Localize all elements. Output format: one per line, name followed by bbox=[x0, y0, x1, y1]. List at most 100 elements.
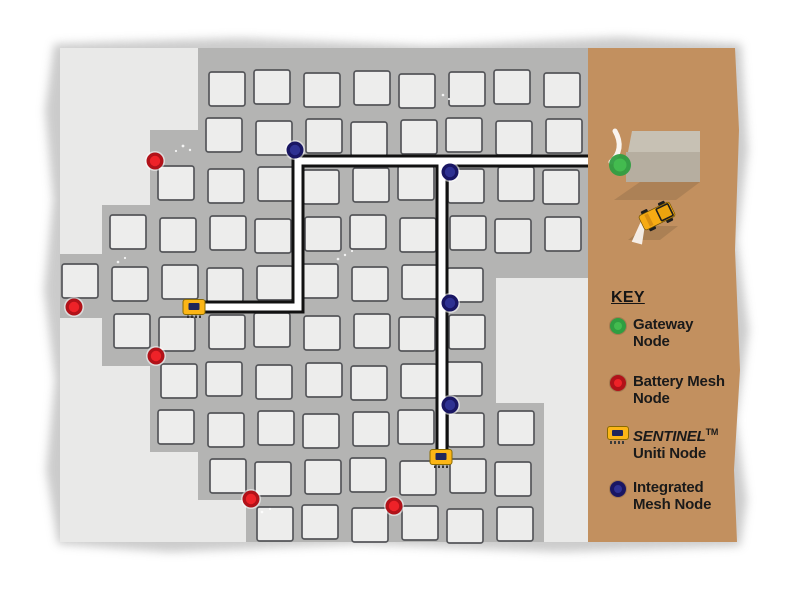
mine-pillar bbox=[253, 312, 291, 348]
mine-pillar bbox=[352, 167, 390, 203]
mine-pillar bbox=[158, 316, 196, 352]
integrated-node bbox=[440, 162, 460, 182]
legend-label-gateway: Gateway Node bbox=[633, 316, 694, 350]
mine-pillar bbox=[448, 71, 486, 107]
mine-pillar bbox=[542, 169, 580, 205]
mine-pillar bbox=[209, 215, 247, 251]
mine-pillar bbox=[400, 363, 438, 399]
mine-pillar bbox=[255, 120, 293, 156]
mine-pillar bbox=[253, 69, 291, 105]
battery-node bbox=[146, 346, 166, 366]
mine-pillar bbox=[256, 265, 294, 301]
unmined-region bbox=[102, 366, 150, 542]
battery-node bbox=[241, 489, 261, 509]
mine-pillar bbox=[449, 458, 487, 494]
battery-node bbox=[64, 297, 84, 317]
mine-pillar bbox=[353, 70, 391, 106]
surface-building-roof bbox=[628, 131, 700, 152]
mine-pillar bbox=[445, 117, 483, 153]
mine-pillar bbox=[399, 217, 437, 253]
mine-pillar bbox=[400, 119, 438, 155]
mine-pillar bbox=[301, 263, 339, 299]
mine-pillar bbox=[353, 313, 391, 349]
mine-pillar bbox=[255, 364, 293, 400]
mine-pillar bbox=[109, 214, 147, 250]
mine-pillar bbox=[161, 264, 199, 300]
mine-pillar bbox=[401, 264, 439, 300]
mine-pillar bbox=[350, 365, 388, 401]
legend-item-gateway: Gateway Node bbox=[606, 316, 742, 350]
battery-node bbox=[145, 151, 165, 171]
mine-pillar bbox=[350, 121, 388, 157]
mine-pillars bbox=[61, 69, 583, 544]
mine-pillar bbox=[208, 71, 246, 107]
mine-pillar bbox=[208, 314, 246, 350]
mine-pillar bbox=[446, 508, 484, 544]
mine-pillar bbox=[205, 361, 243, 397]
gateway-node-icon bbox=[606, 316, 629, 350]
mine-pillar bbox=[61, 263, 99, 299]
unmined-region bbox=[60, 48, 198, 130]
haul-truck bbox=[631, 200, 676, 245]
integrated-mesh-node-icon bbox=[606, 479, 629, 513]
mine-pillar bbox=[349, 214, 387, 250]
mine-pillar bbox=[302, 169, 340, 205]
integrated-node bbox=[440, 293, 460, 313]
battery-node bbox=[384, 496, 404, 516]
mine-pillar bbox=[113, 313, 151, 349]
mine-pillar bbox=[205, 117, 243, 153]
unmined-region bbox=[544, 278, 588, 542]
mine-pillar bbox=[494, 461, 532, 497]
unmined-region bbox=[150, 452, 198, 542]
mine-pillar bbox=[493, 69, 531, 105]
mine-pillar bbox=[349, 457, 387, 493]
integrated-node bbox=[285, 140, 305, 160]
unmined-region bbox=[60, 205, 102, 254]
mine-pillar bbox=[305, 118, 343, 154]
mine-pillar bbox=[207, 412, 245, 448]
mine-pillar bbox=[447, 412, 485, 448]
mine-pillar bbox=[494, 218, 532, 254]
mine-pillar bbox=[303, 315, 341, 351]
dust-speckles bbox=[116, 93, 670, 514]
gateway-node bbox=[609, 154, 631, 176]
unmined-region bbox=[60, 130, 150, 205]
mine-pillar bbox=[543, 72, 581, 108]
mine-pillar bbox=[544, 216, 582, 252]
legend-label-sentinel: SENTINELTM Uniti Node bbox=[633, 427, 719, 462]
legend-label-battery: Battery Mesh Node bbox=[633, 373, 725, 407]
surface-ramp-shadow bbox=[614, 182, 700, 200]
mine-pillar bbox=[160, 363, 198, 399]
route-core bbox=[200, 157, 612, 311]
mine-pillar bbox=[449, 215, 487, 251]
mine-pillar bbox=[497, 166, 535, 202]
sentinel-node bbox=[182, 299, 206, 318]
mine-pillar bbox=[351, 266, 389, 302]
mine-pillar bbox=[397, 165, 435, 201]
mine-pillar bbox=[302, 413, 340, 449]
mine-pillar bbox=[301, 504, 339, 540]
legend-title: KEY bbox=[611, 289, 645, 306]
mine-pillar bbox=[398, 73, 436, 109]
mine-pillar bbox=[254, 461, 292, 497]
unmined-region bbox=[60, 318, 102, 542]
sentinel-uniti-node-icon bbox=[606, 424, 629, 462]
mine-pillar bbox=[303, 72, 341, 108]
legend-item-battery: Battery Mesh Node bbox=[606, 373, 742, 407]
mine-pillar bbox=[497, 410, 535, 446]
mine-pillar bbox=[157, 409, 195, 445]
mine-pillar bbox=[206, 267, 244, 303]
unmined-region bbox=[198, 500, 246, 542]
mesh-nodes bbox=[64, 140, 631, 516]
mine-pillar bbox=[257, 166, 295, 202]
mine-pillar bbox=[111, 266, 149, 302]
mine-pillar bbox=[398, 316, 436, 352]
surface-building-front bbox=[626, 152, 700, 182]
mine-pillar bbox=[496, 506, 534, 542]
mine-pillar bbox=[256, 506, 294, 542]
mine-pillar bbox=[445, 361, 483, 397]
mine-pillar bbox=[399, 460, 437, 496]
battery-mesh-node-icon bbox=[606, 373, 629, 407]
